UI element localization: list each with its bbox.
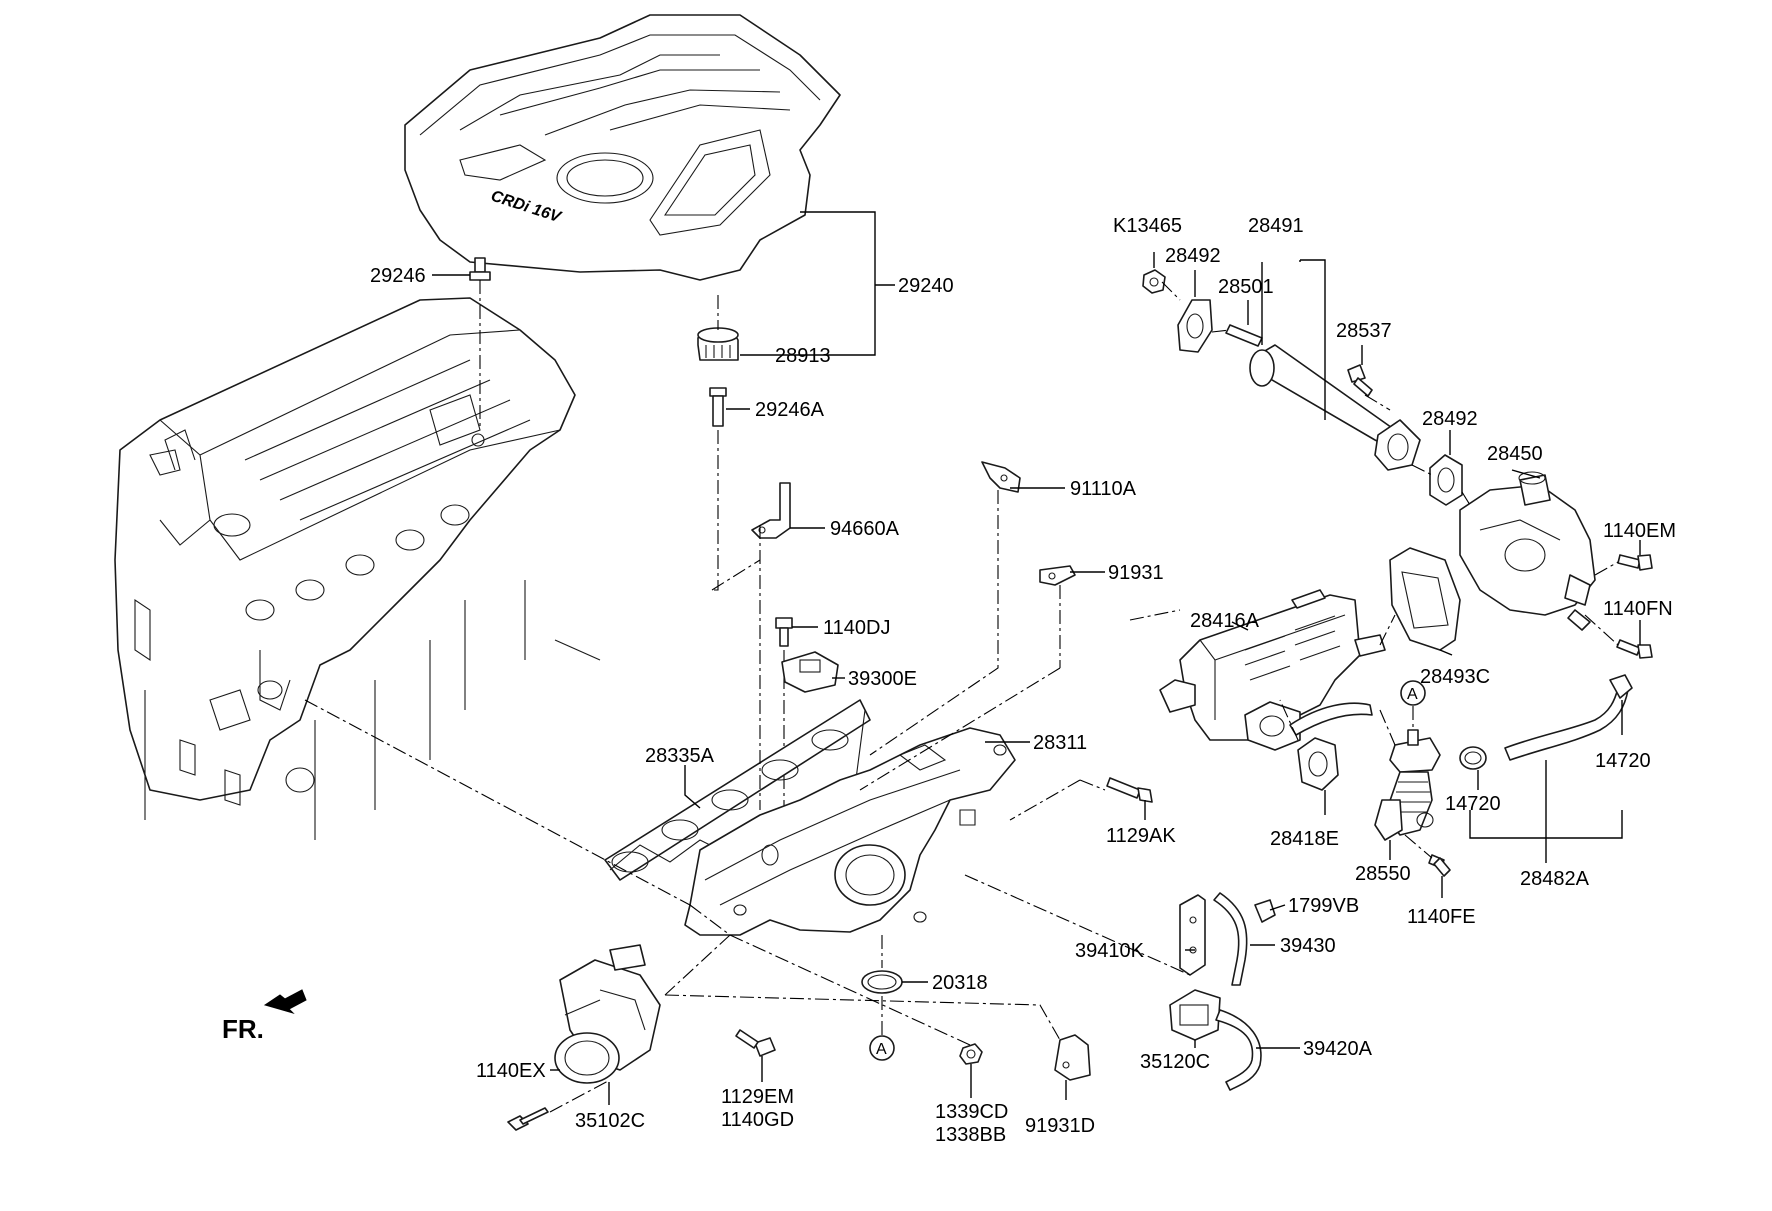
stud-29246A bbox=[709, 387, 727, 591]
clamp-14720-right bbox=[1609, 674, 1633, 699]
label-28493C: 28493C bbox=[1420, 666, 1490, 688]
solenoid-35120C bbox=[1169, 989, 1221, 1041]
bolt-1140FE bbox=[1428, 854, 1451, 877]
label-1129EM: 1129EM bbox=[721, 1086, 794, 1108]
label-1140EM: 1140EM bbox=[1603, 520, 1676, 542]
bolt-1129AK bbox=[1106, 777, 1153, 803]
o-ring-20318 bbox=[861, 935, 903, 1035]
label-29246: 29246 bbox=[370, 265, 426, 287]
egr-pipe-28491 bbox=[1249, 344, 1421, 471]
label-28482A: 28482A bbox=[1520, 868, 1590, 890]
hose-39430 bbox=[1213, 892, 1248, 986]
part-labels: 29246 29240 28913 29246A 94660A 91110A 9… bbox=[370, 215, 1676, 1146]
bolt-1140EX bbox=[507, 1107, 549, 1131]
stud-29246 bbox=[469, 257, 491, 447]
ref-marker-a-left: A bbox=[869, 1035, 895, 1061]
stud-28501 bbox=[1225, 324, 1263, 347]
label-94660A: 94660A bbox=[830, 518, 900, 540]
hose-39420A bbox=[1215, 1009, 1262, 1091]
bracket-39410K bbox=[1179, 894, 1206, 976]
label-91931D: 91931D bbox=[1025, 1115, 1095, 1137]
label-28492-lower: 28492 bbox=[1422, 408, 1478, 430]
label-28550: 28550 bbox=[1355, 863, 1411, 885]
label-1799VB: 1799VB bbox=[1288, 895, 1359, 917]
label-29240: 29240 bbox=[898, 275, 954, 297]
label-1338BB: 1338BB bbox=[935, 1124, 1006, 1146]
label-28418E: 28418E bbox=[1270, 828, 1339, 850]
gasket-28492-upper bbox=[1177, 299, 1213, 353]
label-28450: 28450 bbox=[1487, 443, 1543, 465]
label-35120C: 35120C bbox=[1140, 1051, 1210, 1073]
cylinder-head bbox=[114, 297, 601, 840]
egr-cooler-28416A bbox=[1159, 589, 1386, 751]
bracket-94660A bbox=[751, 482, 791, 539]
egr-valve-28450 bbox=[1459, 471, 1596, 631]
bracket-91110A bbox=[981, 461, 1021, 493]
throttle-body-35102C bbox=[554, 944, 661, 1084]
connection-lines bbox=[304, 281, 1619, 1113]
label-1140FE: 1140FE bbox=[1407, 906, 1476, 928]
label-28311: 28311 bbox=[1033, 732, 1087, 754]
label-39430: 39430 bbox=[1280, 935, 1336, 957]
ref-marker-a-right: A bbox=[1400, 680, 1426, 730]
egr-actuator-28550 bbox=[1374, 729, 1441, 841]
label-1140DJ: 1140DJ bbox=[823, 617, 890, 639]
label-28492-upper: 28492 bbox=[1165, 245, 1221, 267]
ref-marker-a-left-text: A bbox=[876, 1041, 887, 1058]
front-direction-marker: FR. bbox=[222, 989, 307, 1044]
label-28335A: 28335A bbox=[645, 745, 715, 767]
leader-lines bbox=[432, 211, 1641, 1105]
label-14720-right: 14720 bbox=[1595, 750, 1651, 772]
gasket-28492-lower bbox=[1429, 454, 1463, 506]
label-29246A: 29246A bbox=[755, 399, 825, 421]
ref-marker-a-right-text: A bbox=[1407, 686, 1418, 703]
bracket-91931D bbox=[1054, 1034, 1091, 1081]
grommet-28913 bbox=[697, 295, 739, 361]
label-28537: 28537 bbox=[1336, 320, 1392, 342]
map-sensor-39300E bbox=[781, 651, 839, 693]
bolt-28537 bbox=[1347, 364, 1373, 397]
label-35102C: 35102C bbox=[575, 1110, 645, 1132]
bracket-91931 bbox=[1039, 565, 1076, 586]
engine-cover: CRDi 16V bbox=[404, 14, 841, 281]
label-K13465: K13465 bbox=[1113, 215, 1182, 237]
label-91931: 91931 bbox=[1108, 562, 1164, 584]
gasket-28493C bbox=[1389, 547, 1461, 651]
bolt-1140DJ bbox=[775, 617, 793, 810]
clamp-14720-left bbox=[1459, 746, 1487, 770]
label-28491: 28491 bbox=[1248, 215, 1304, 237]
label-91110A: 91110A bbox=[1070, 478, 1137, 500]
bolt-1140EM bbox=[1617, 554, 1653, 571]
label-39420A: 39420A bbox=[1303, 1038, 1373, 1060]
label-28416A: 28416A bbox=[1190, 610, 1260, 632]
front-direction-label: FR. bbox=[222, 1014, 264, 1044]
clip-1799VB bbox=[1254, 899, 1276, 923]
label-1339CD: 1339CD bbox=[935, 1101, 1008, 1123]
nut-K13465 bbox=[1142, 269, 1166, 294]
label-20318: 20318 bbox=[932, 972, 988, 994]
nut-1339CD bbox=[959, 1043, 983, 1065]
intake-manifold-28311 bbox=[684, 727, 1016, 936]
label-14720-left: 14720 bbox=[1445, 793, 1501, 815]
front-arrow-icon bbox=[263, 989, 307, 1015]
label-39410K: 39410K bbox=[1075, 940, 1145, 962]
label-1140FN: 1140FN bbox=[1603, 598, 1673, 620]
label-1140GD: 1140GD bbox=[721, 1109, 794, 1131]
label-1129AK: 1129AK bbox=[1106, 825, 1176, 847]
label-28913: 28913 bbox=[775, 345, 831, 367]
bolt-1129EM bbox=[735, 1029, 776, 1057]
gasket-28418E bbox=[1297, 737, 1339, 791]
bolt-1140FN bbox=[1616, 639, 1653, 659]
label-1140EX: 1140EX bbox=[476, 1060, 546, 1082]
label-28501: 28501 bbox=[1218, 276, 1274, 298]
label-39300E: 39300E bbox=[848, 668, 917, 690]
